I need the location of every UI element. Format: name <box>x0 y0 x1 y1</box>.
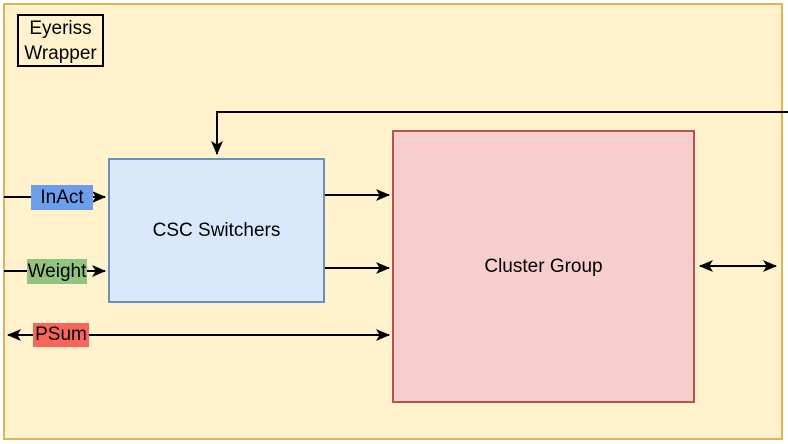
block-csc-switchers: CSC Switchers <box>108 158 325 303</box>
port-label-weight: Weight <box>27 259 87 284</box>
port-label-inact: InAct <box>31 185 93 210</box>
block-cluster-group: Cluster Group <box>392 130 695 403</box>
port-label-psum: PSum <box>33 323 89 347</box>
csc-switchers-label: CSC Switchers <box>152 219 281 241</box>
wrapper-title-box: Eyeriss Wrapper <box>17 14 104 67</box>
wrapper-title: Eyeriss Wrapper <box>24 17 97 64</box>
cluster-group-label: Cluster Group <box>484 255 603 277</box>
